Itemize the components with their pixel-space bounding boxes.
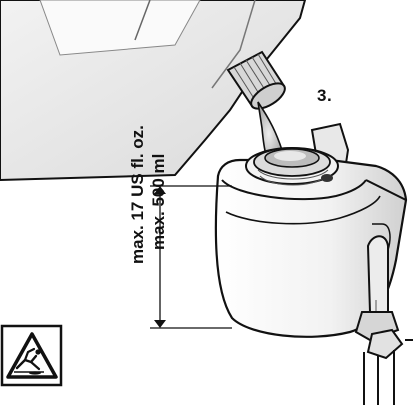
bottle-neck [226, 50, 286, 110]
capacity-label: max. 17 US fl. oz. max. 500 ml [128, 125, 170, 264]
oil-bottle [0, 0, 307, 182]
slippery-floor-warning-icon [0, 324, 63, 387]
capacity-metric-label: max. 500 ml [149, 153, 168, 250]
capacity-us-label: max. 17 US fl. oz. [128, 125, 147, 264]
capacity-dimension-lines [150, 185, 232, 329]
oil-tube [354, 235, 413, 405]
step-number: 3. [317, 86, 333, 105]
